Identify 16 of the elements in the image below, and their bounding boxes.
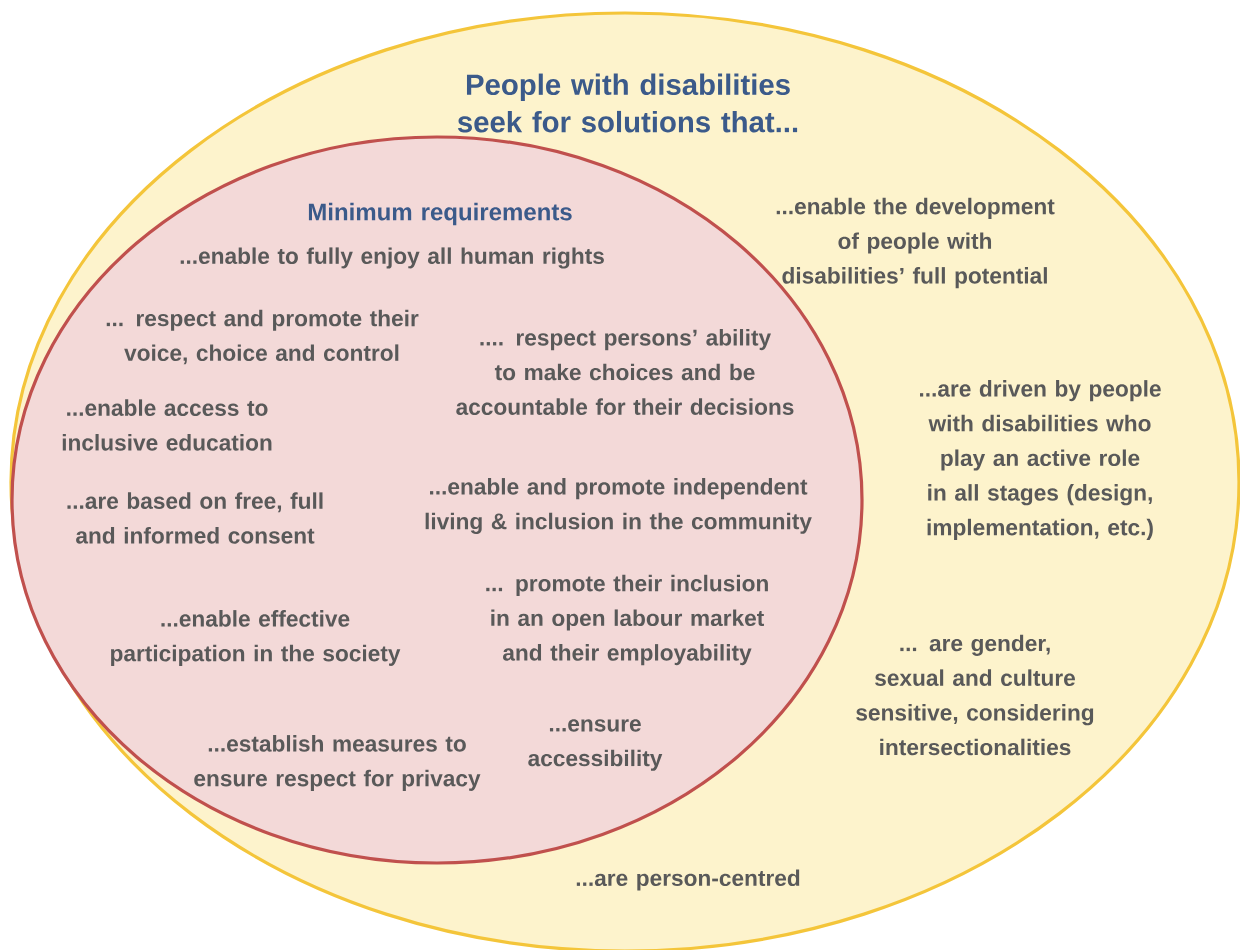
statement-text: ...ensure accessibility [528, 719, 663, 771]
statement-text: ...are based on free, full and informed consent [67, 492, 323, 544]
statement-text: ... promote their inclusion in an open labour market and their employability [486, 574, 768, 666]
statement-text: ... are gender, sexual and culture sensitive, considering intersectionalities [856, 634, 1094, 756]
statement-text: ... respect and promote their voice, choice and control [106, 309, 419, 365]
statement-text: .... respect persons’ ability to make choices and be accountable for their decisions [456, 329, 794, 415]
heading: People with disabilities seek for solutions that... [457, 73, 798, 133]
statement-text: ...enable to fully enjoy all human rights [180, 247, 604, 269]
statement-text: ...are person-centred [576, 869, 800, 891]
statement-text: ...enable access to inclusive education [62, 399, 272, 451]
statement-text: ...enable and promote independent living & inclusion in the community [425, 478, 812, 534]
statement-text: ...establish measures to ensure respect for privacy [194, 735, 481, 791]
statement-text: ...are driven by people with disabilities who play an active role in all stages (design, implementation, etc.) [920, 380, 1161, 540]
heading: Minimum requirements [308, 202, 572, 226]
statement-text: ...enable the development of people with disabilities’ full potential [776, 197, 1055, 289]
statement-text: ...enable effective participation in the society [111, 610, 401, 666]
